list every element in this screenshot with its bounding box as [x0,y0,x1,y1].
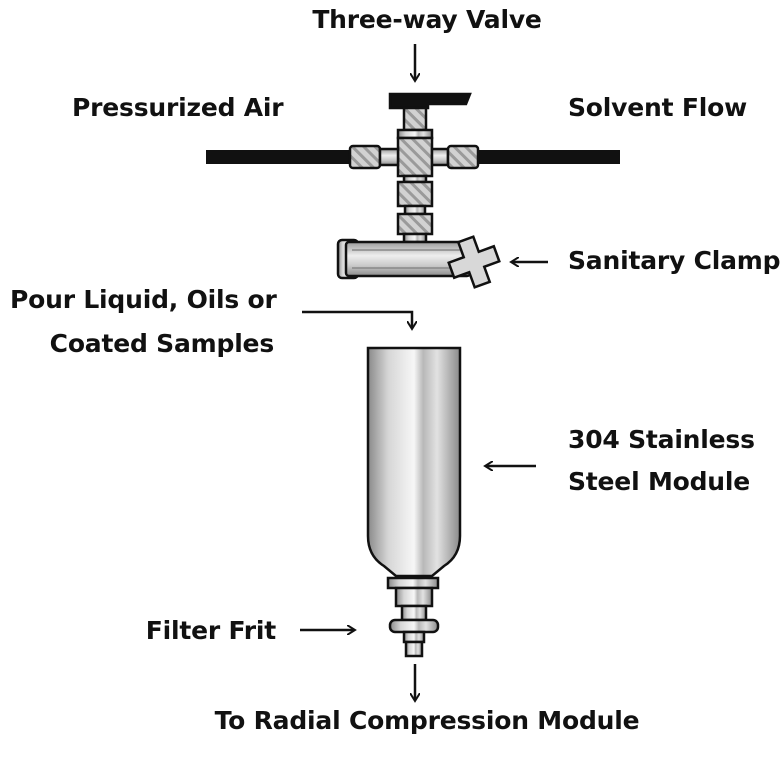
label-solvent-flow: Solvent Flow [568,93,747,122]
label-pour-line1: Pour Liquid, Oils or [10,285,277,314]
filter-frit [388,618,440,658]
label-pour-line2: Coated Samples [49,329,275,358]
left-fitting [348,144,382,170]
label-three-way-valve: Three-way Valve [312,5,542,34]
label-module-line2: Steel Module [568,467,751,496]
right-fitting [446,144,480,170]
label-pressurized-air: Pressurized Air [72,93,284,122]
pressurized-air-line [206,150,352,164]
arrow-pour-samples [302,310,412,328]
valve-body [396,136,434,178]
lower-nut-2 [396,212,434,236]
arrows [300,44,548,700]
valve-handle [388,92,472,110]
label-outlet: To Radial Compression Module [214,706,640,735]
clamp-wingnut [447,235,501,289]
solvent-flow-line [478,150,620,164]
stainless-steel-module [366,346,462,622]
three-way-valve [348,92,480,244]
label-sanitary-clamp: Sanitary Clamp [568,246,780,275]
lower-nut-1 [396,180,434,208]
valve-stem [402,106,428,132]
label-module-line1: 304 Stainless [568,425,755,454]
sanitary-clamp [336,235,501,289]
label-filter-frit: Filter Frit [145,616,276,645]
